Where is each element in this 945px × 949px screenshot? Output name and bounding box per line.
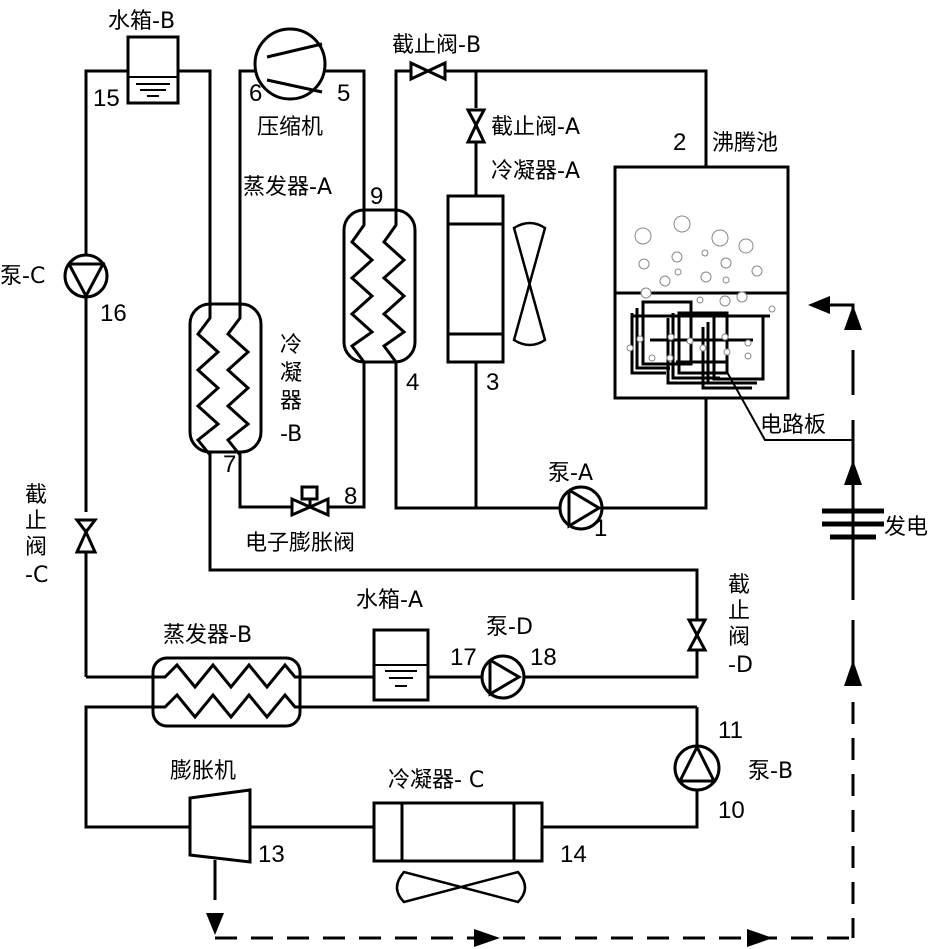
state-point-18: 18 (530, 644, 557, 671)
state-point-17: 17 (450, 644, 477, 671)
pump-a-symbol (558, 485, 604, 531)
shutoff-valve-a[interactable] (465, 108, 487, 144)
arrow-up-icon (844, 460, 862, 485)
state-point-4: 4 (406, 369, 419, 396)
rankine-loop (84, 705, 699, 829)
svg-text:器: 器 (280, 389, 302, 414)
arrow-right-icon (474, 929, 500, 947)
state-point-14: 14 (560, 841, 587, 868)
pump-c-symbol (63, 253, 109, 300)
pump-d-label: 泵-D (486, 615, 533, 640)
condenser-a-label: 冷凝器-A (491, 159, 580, 184)
state-point-6: 6 (249, 80, 262, 107)
arrow-down-icon (206, 913, 224, 935)
bubbles (634, 215, 776, 313)
state-point-15: 15 (93, 85, 120, 112)
condenser-c-fan[interactable] (395, 870, 527, 904)
svg-text:止: 止 (25, 509, 47, 534)
evaporator-b-label: 蒸发器-B (163, 623, 252, 648)
svg-text:截: 截 (25, 483, 47, 508)
condenser-c-label: 冷凝器- C (388, 768, 484, 793)
compressor-label: 压缩机 (257, 115, 323, 140)
pump-a-label: 泵-A (548, 461, 593, 486)
water-tank-b-label: 水箱-B (108, 9, 175, 34)
shutoff-valve-b-label: 截止阀-B (392, 33, 481, 58)
svg-text:截: 截 (728, 573, 750, 598)
boiling-pool-loop (394, 69, 708, 510)
arrow-right-icon (747, 929, 773, 947)
state-point-8: 8 (344, 483, 357, 510)
state-point-7: 7 (223, 451, 236, 478)
svg-text:阀: 阀 (25, 535, 47, 560)
electronic-expansion-valve-label: 电子膨胀阀 (245, 531, 355, 556)
power-generation-label: 发电 (884, 515, 928, 540)
evaporator-b (148, 656, 305, 728)
svg-text:阀: 阀 (728, 625, 750, 650)
svg-text:-D: -D (728, 653, 753, 678)
boiling-pool (613, 165, 852, 441)
generator-symbol (822, 508, 884, 540)
water-tank-a-label: 水箱-A (356, 588, 423, 613)
compressor (253, 27, 327, 101)
svg-text:止: 止 (728, 599, 750, 624)
svg-text:-B: -B (280, 422, 302, 447)
pump-c-label: 泵-C (0, 264, 45, 289)
svg-text:冷: 冷 (280, 333, 302, 358)
svg-text:凝: 凝 (280, 361, 302, 386)
circuit-board-label: 电路板 (760, 413, 826, 438)
shutoff-valve-c[interactable] (74, 518, 98, 554)
shutoff-valve-c-label: 截 止 阀 -C (25, 483, 48, 588)
state-point-5: 5 (337, 80, 350, 107)
water-tank-a (372, 628, 430, 702)
svg-text:-C: -C (25, 563, 48, 588)
water-tank-b-loop (84, 69, 699, 679)
state-point-3: 3 (486, 369, 499, 396)
expander-label: 膨胀机 (170, 759, 236, 784)
boiling-pool-label: 沸腾池 (712, 131, 778, 156)
water-tank-a-loop (300, 650, 699, 679)
condenser-c (372, 801, 544, 863)
shutoff-valve-a-label: 截止阀-A (491, 115, 580, 140)
state-point-11: 11 (718, 717, 743, 744)
state-point-16: 16 (100, 300, 127, 327)
circuit-board-leader (726, 371, 852, 441)
power-flow-path (206, 296, 862, 947)
pump-b-label: 泵-B (748, 759, 793, 784)
condenser-b-label: 冷 凝 器 -B (280, 333, 302, 447)
evaporator-a (342, 205, 417, 364)
shutoff-valve-d-label: 截 止 阀 -D (728, 573, 753, 678)
shutoff-valve-b[interactable] (409, 60, 447, 82)
state-point-9: 9 (370, 183, 383, 210)
arrow-up-icon (844, 305, 862, 330)
state-point-13: 13 (258, 841, 285, 868)
evaporator-a-label: 蒸发器-A (243, 175, 332, 200)
electronic-expansion-valve[interactable] (290, 485, 330, 518)
pump-d-symbol (480, 654, 526, 700)
pump-b-symbol (673, 744, 721, 792)
condenser-b (188, 300, 263, 456)
arrow-left-icon (808, 296, 830, 314)
state-point-1: 1 (594, 515, 607, 542)
condenser-a-fan[interactable] (512, 221, 547, 347)
shutoff-valve-d[interactable] (686, 618, 708, 652)
state-point-10: 10 (718, 797, 745, 824)
arrow-up-icon (844, 660, 862, 686)
expander (188, 788, 252, 864)
water-tank-b (126, 35, 180, 105)
condenser-a (446, 194, 505, 364)
state-point-2: 2 (673, 129, 686, 156)
